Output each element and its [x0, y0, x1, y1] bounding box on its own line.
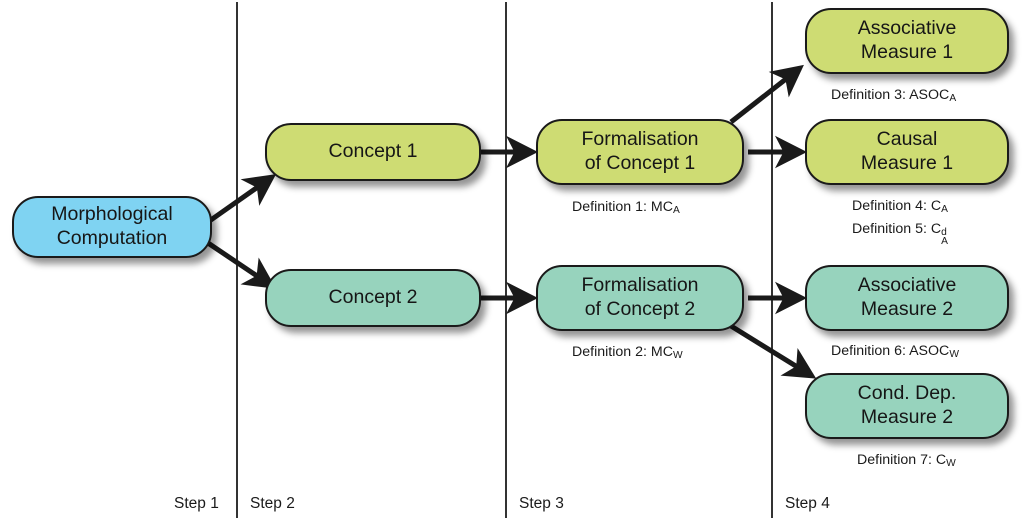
definition-7-caption: Definition 7: CW: [857, 452, 956, 470]
step-label-4: Step 4: [785, 495, 830, 512]
node-causal-measure-1[interactable]: Causal Measure 1: [805, 119, 1009, 185]
definition-6-caption: Definition 6: ASOCW: [831, 343, 959, 361]
step-label-1: Step 1: [174, 495, 219, 512]
node-label: Concept 1: [328, 140, 418, 163]
node-associative-measure-2[interactable]: Associative Measure 2: [805, 265, 1009, 331]
node-cond-dep-measure-2[interactable]: Cond. Dep. Measure 2: [805, 373, 1009, 439]
definition-1-caption: Definition 1: MCA: [572, 199, 680, 217]
step-label-3: Step 3: [519, 495, 564, 512]
node-concept-2[interactable]: Concept 2: [265, 269, 481, 327]
definition-4-caption: Definition 4: CA: [852, 198, 948, 216]
node-label: Formalisation of Concept 2: [581, 274, 699, 320]
node-formalisation-of-concept-1[interactable]: Formalisation of Concept 1: [536, 119, 744, 185]
node-label: Associative Measure 2: [857, 274, 957, 320]
step-label-2: Step 2: [250, 495, 295, 512]
definition-3-caption: Definition 3: ASOCA: [831, 87, 957, 105]
definition-2-caption: Definition 2: MCW: [572, 344, 683, 362]
node-concept-1[interactable]: Concept 1: [265, 123, 481, 181]
node-label: Causal Measure 1: [860, 128, 954, 174]
node-label: Cond. Dep. Measure 2: [857, 382, 957, 428]
node-morphological-computation[interactable]: Morphological Computation: [12, 196, 212, 258]
node-label: Associative Measure 1: [857, 17, 957, 63]
node-formalisation-of-concept-2[interactable]: Formalisation of Concept 2: [536, 265, 744, 331]
node-label: Morphological Computation: [51, 203, 173, 249]
node-associative-measure-1[interactable]: Associative Measure 1: [805, 8, 1009, 74]
node-label: Formalisation of Concept 1: [581, 128, 699, 174]
node-label: Concept 2: [328, 286, 418, 309]
